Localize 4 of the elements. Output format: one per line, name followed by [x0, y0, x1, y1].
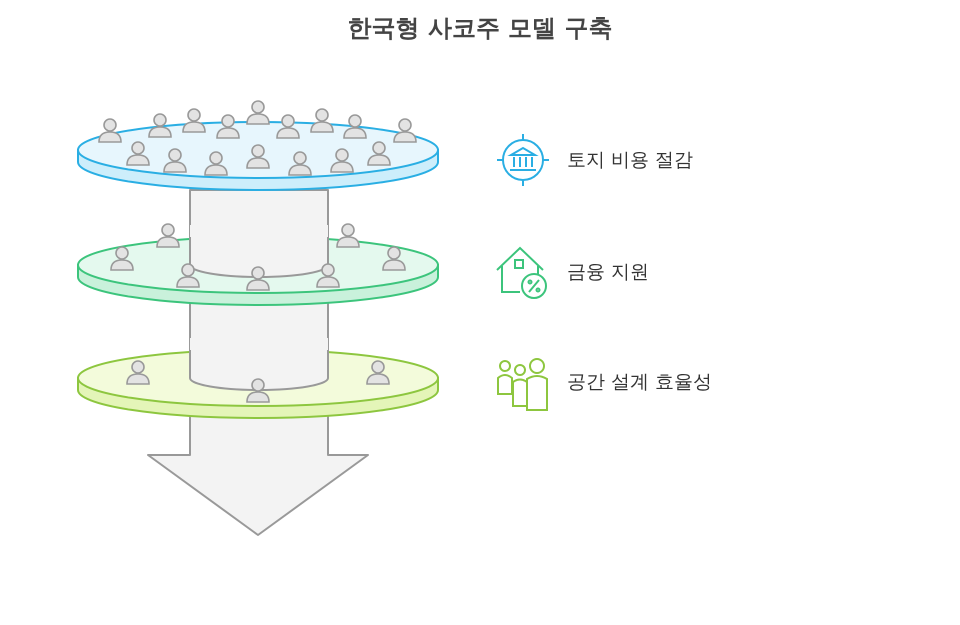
feature-label: 토지 비용 절감	[567, 148, 694, 173]
feature-label: 공간 설계 효율성	[567, 370, 712, 395]
feature-label: 금융 지원	[567, 260, 650, 285]
title: 한국형 사코주 모델 구축	[347, 14, 613, 42]
